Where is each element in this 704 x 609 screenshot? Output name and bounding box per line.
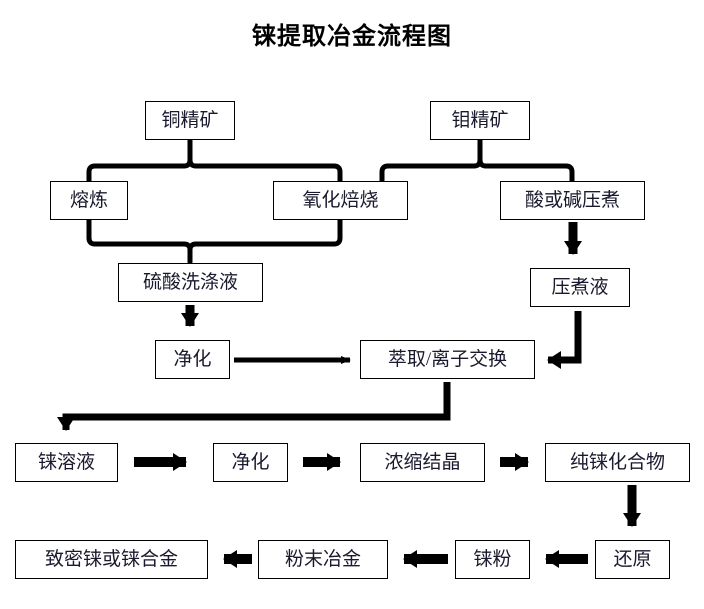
brace-moly-split [379,137,575,185]
node-sulfuric-wash-liquid[interactable]: 硫酸洗涤液 [118,263,263,302]
node-extraction-ion-exchange[interactable]: 萃取/离子交换 [360,340,535,379]
node-label: 钼精矿 [451,110,509,131]
node-rhenium-powder[interactable]: 铼粉 [455,540,530,579]
node-label: 粉末冶金 [284,549,361,570]
node-moly-concentrate[interactable]: 钼精矿 [430,101,530,140]
node-label: 萃取/离子交换 [387,349,508,370]
node-acid-alkali-pressure-cooking[interactable]: 酸或碱压煮 [500,181,645,220]
node-purification-2[interactable]: 净化 [213,443,288,482]
elbow-extraction-to-rhenium-solution [57,382,451,431]
node-label: 铼溶液 [37,452,95,473]
node-pressure-cooking-liquid[interactable]: 压煮液 [530,268,630,307]
node-label: 酸或碱压煮 [524,190,620,211]
node-reduction[interactable]: 还原 [595,540,670,579]
node-label: 浓缩结晶 [384,452,461,473]
node-label: 净化 [173,349,212,370]
node-smelting[interactable]: 熔炼 [50,181,128,220]
node-label: 致密铼或铼合金 [44,549,178,570]
brace-merge-to-sulfuric [86,216,343,265]
brace-copper-split [86,137,343,185]
node-powder-metallurgy[interactable]: 粉末冶金 [258,540,388,579]
node-label: 硫酸洗涤液 [142,272,238,293]
node-label: 熔炼 [69,190,108,211]
node-label: 净化 [231,452,270,473]
node-pure-rhenium-compound[interactable]: 纯铼化合物 [545,443,690,482]
node-copper-concentrate[interactable]: 铜精矿 [145,101,235,140]
node-label: 铜精矿 [161,110,219,131]
node-rhenium-solution[interactable]: 铼溶液 [15,443,118,482]
page-title: 铼提取冶金流程图 [252,24,452,50]
node-oxidative-roasting[interactable]: 氧化焙烧 [273,181,408,220]
elbow-pressure-liquid-to-extraction [547,311,582,369]
node-purification-1[interactable]: 净化 [155,340,230,379]
node-label: 铼粉 [473,549,512,570]
node-label: 压煮液 [551,277,609,298]
node-label: 还原 [613,549,652,570]
node-label: 纯铼化合物 [569,452,665,473]
node-label: 氧化焙烧 [302,190,379,211]
node-dense-rhenium-or-alloy[interactable]: 致密铼或铼合金 [15,540,208,579]
node-concentration-crystallization[interactable]: 浓缩结晶 [360,443,485,482]
